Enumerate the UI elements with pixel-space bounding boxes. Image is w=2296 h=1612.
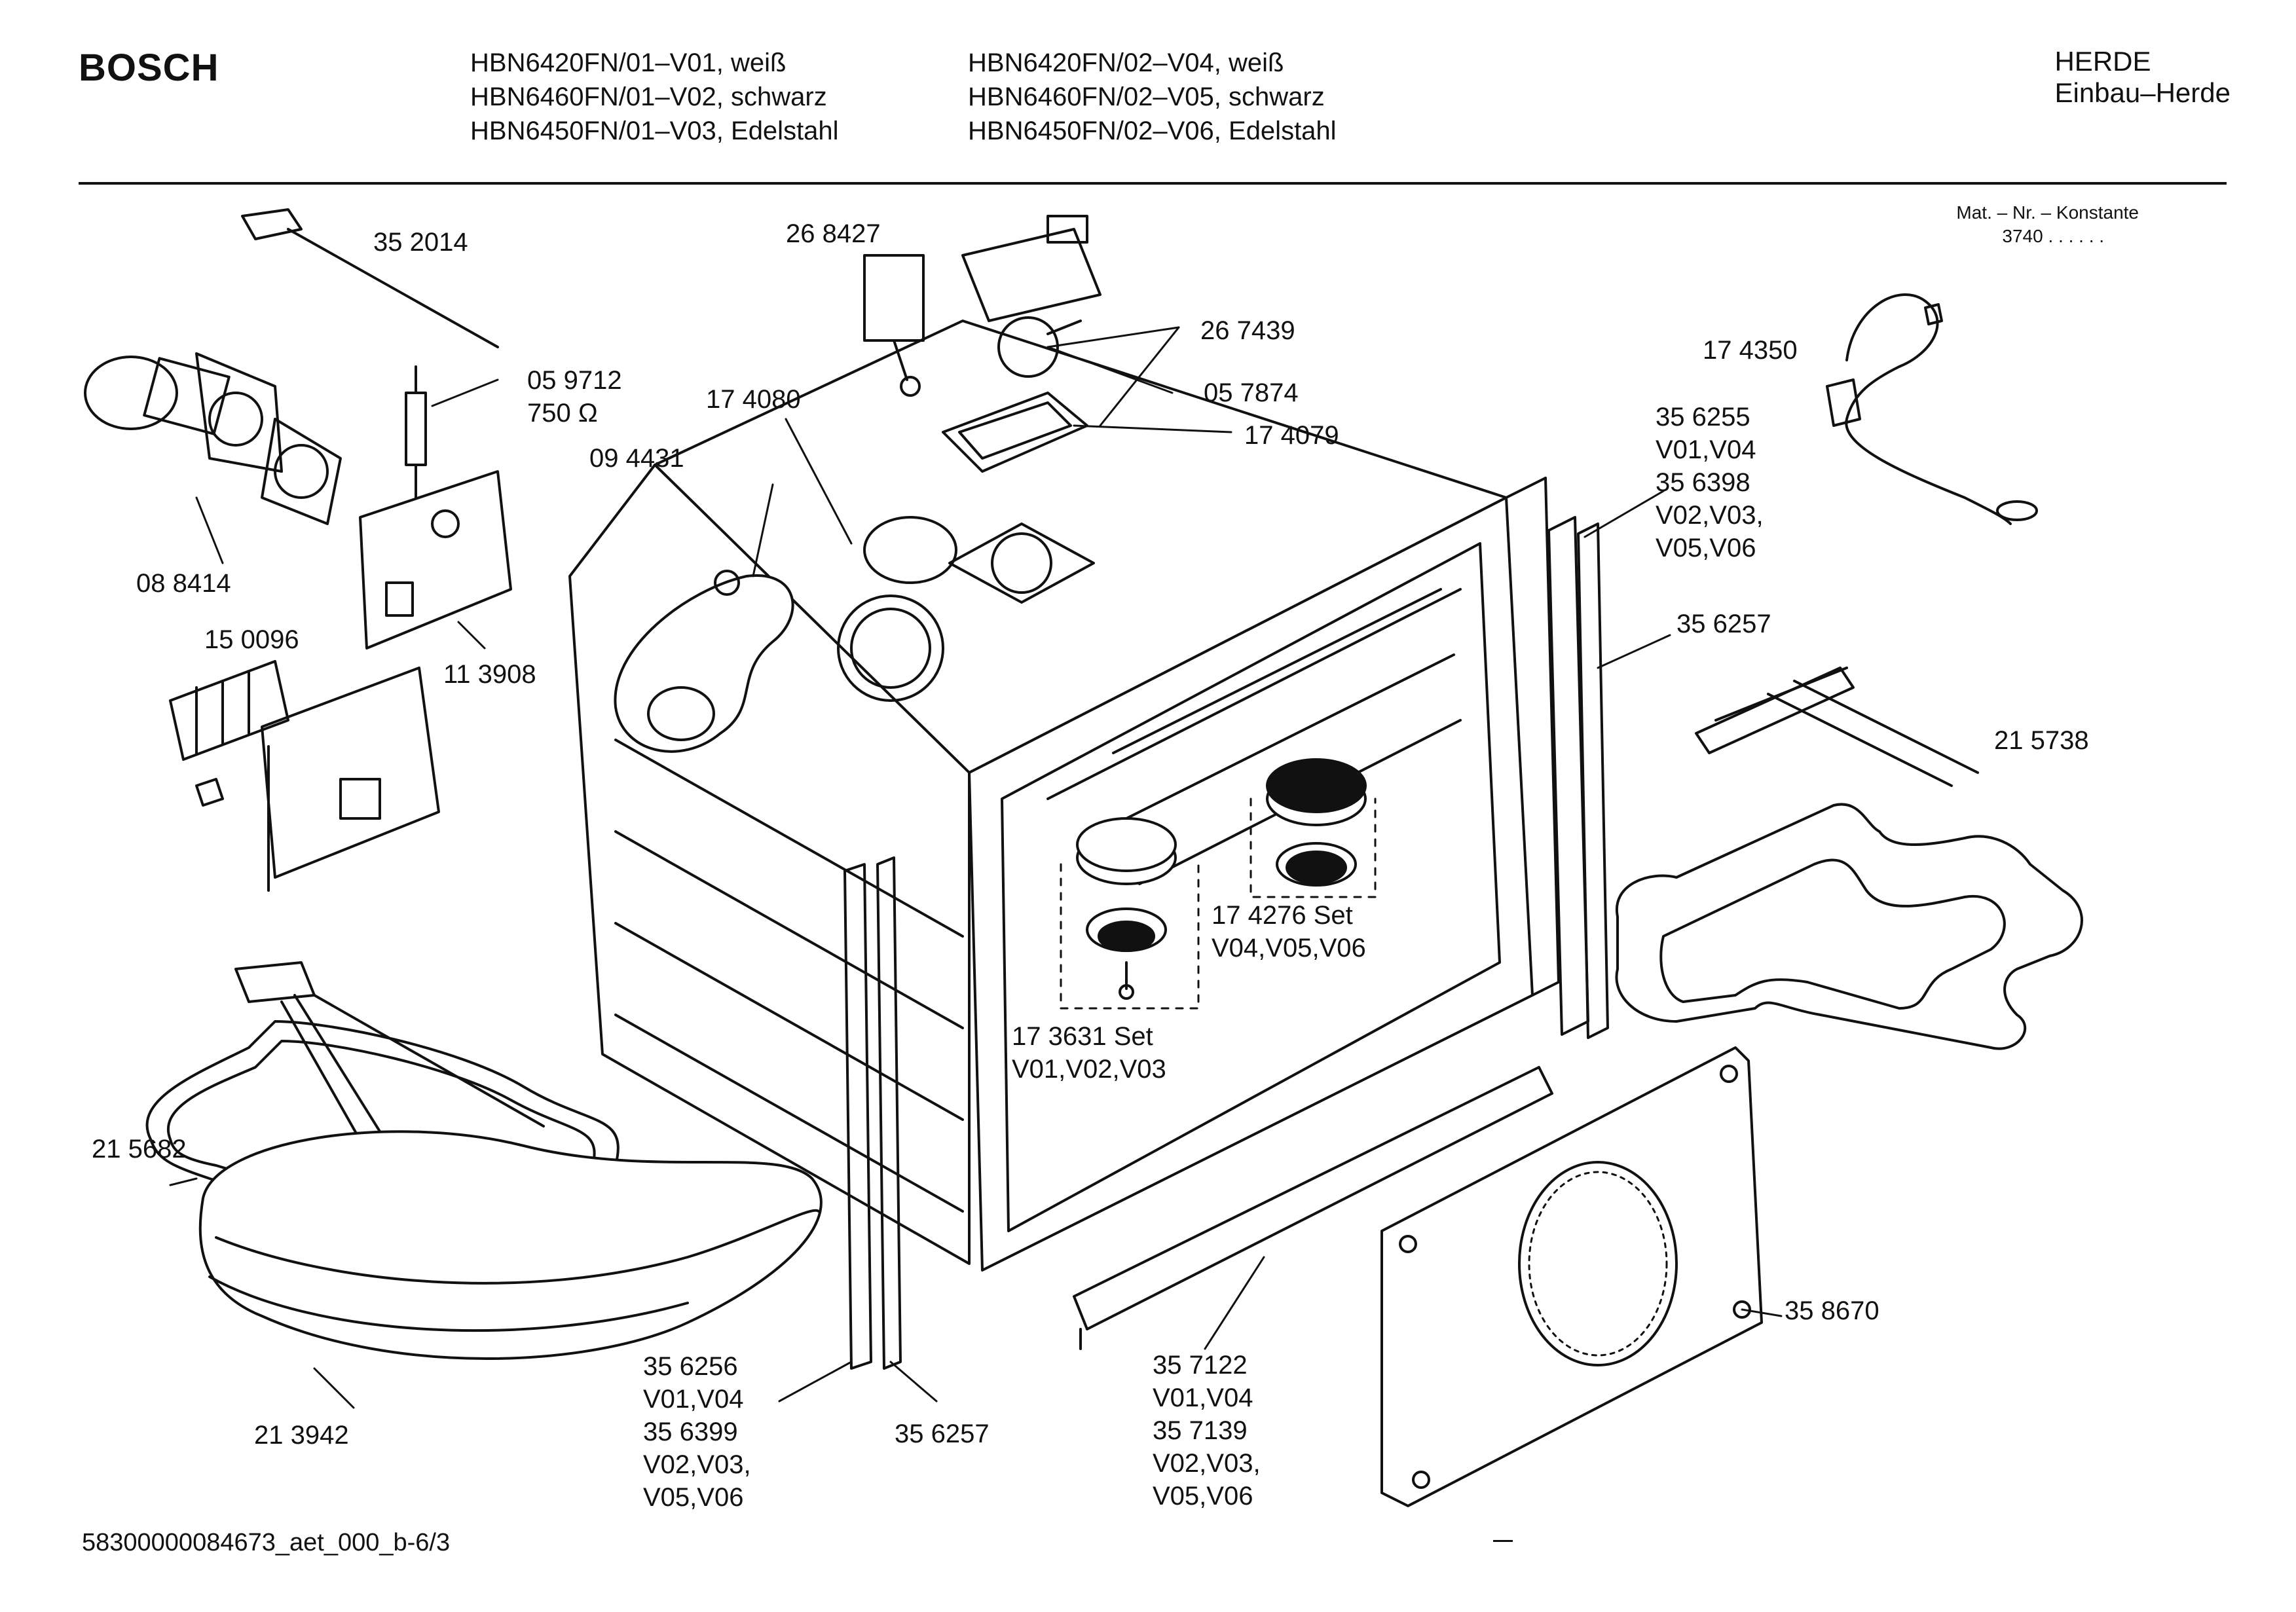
part-number: 35 6255 bbox=[1656, 403, 1750, 431]
model-line: HBN6460FN/02–V05, schwarz bbox=[968, 82, 1325, 111]
category: HERDE Einbau–Herde bbox=[2054, 46, 2231, 109]
fan-motor bbox=[84, 352, 342, 525]
category-line: HERDE bbox=[2054, 46, 2151, 77]
part-label-057874: 05 7874 bbox=[1204, 378, 1299, 407]
variant-list: V02,V03, bbox=[1656, 501, 1764, 530]
document-code: 58300000084673_aet_000_b-6/3 bbox=[82, 1529, 451, 1556]
bottom-front-rail bbox=[1073, 1066, 1553, 1350]
variant-list: V04,V05,V06 bbox=[1212, 934, 1366, 962]
fan-bracket bbox=[359, 470, 512, 650]
part-label-174276-set: 17 4276 Set V04,V05,V06 bbox=[1212, 899, 1366, 964]
part-label-174080: 17 4080 bbox=[706, 385, 801, 414]
part-number: 35 7122 bbox=[1153, 1351, 1248, 1380]
part-label-088414: 08 8414 bbox=[136, 569, 231, 598]
part-label-356255: 35 6255 V01,V04 35 6398 V02,V03, V05,V06 bbox=[1656, 401, 1764, 564]
resistor bbox=[405, 365, 427, 499]
variant-list: V01,V04 bbox=[643, 1385, 744, 1414]
lamp-holder bbox=[863, 254, 925, 397]
part-number: 35 7139 bbox=[1153, 1416, 1248, 1445]
part-number: 05 9712 bbox=[527, 366, 622, 395]
model-line: HBN6450FN/01–V03, Edelstahl bbox=[470, 117, 839, 145]
material-constant: Mat. – Nr. – Konstante 3740 . . . . . . bbox=[1956, 201, 2139, 248]
part-label-174079: 17 4079 bbox=[1244, 421, 1339, 450]
front-side-rails bbox=[843, 856, 902, 1370]
part-label-094431: 09 4431 bbox=[589, 444, 684, 473]
variant-list: V01,V04 bbox=[1153, 1383, 1253, 1412]
part-label-356257-right: 35 6257 bbox=[1676, 610, 1771, 638]
part-label-357122: 35 7122 V01,V04 35 7139 V02,V03, V05,V06 bbox=[1153, 1349, 1261, 1512]
model-list-01: HBN6420FN/01–V01, weiß HBN6460FN/01–V02,… bbox=[470, 46, 839, 148]
model-line: HBN6420FN/01–V01, weiß bbox=[470, 48, 787, 77]
header-divider bbox=[79, 182, 2227, 185]
side-rail-right bbox=[1547, 516, 1609, 1039]
part-number: 35 6256 bbox=[643, 1352, 738, 1381]
model-line: HBN6420FN/02–V04, weiß bbox=[968, 48, 1284, 77]
part-label-150096: 15 0096 bbox=[204, 625, 299, 654]
door-seal bbox=[198, 1130, 823, 1360]
lamp-glass-set-v04-v06 bbox=[1250, 758, 1377, 898]
mat-title: Mat. – Nr. – Konstante bbox=[1956, 202, 2139, 223]
part-label-356257-bottom: 35 6257 bbox=[895, 1420, 990, 1448]
part-label-059712: 05 9712 750 Ω bbox=[527, 364, 622, 430]
part-label-267439: 26 7439 bbox=[1200, 316, 1295, 345]
lamp-glass-set-v01-v03 bbox=[1060, 817, 1200, 1010]
part-number: 17 4276 Set bbox=[1212, 901, 1353, 930]
fan-back-plate bbox=[1380, 1046, 1763, 1507]
terminal-block bbox=[169, 660, 289, 807]
brand-logo: BOSCH bbox=[79, 46, 219, 89]
variant-list: V05,V06 bbox=[1153, 1482, 1253, 1511]
variant-list: V05,V06 bbox=[1656, 534, 1756, 562]
mat-value: 3740 . . . . . . bbox=[2002, 226, 2105, 246]
part-number: 17 3631 Set bbox=[1012, 1022, 1153, 1051]
variant-list: V02,V03, bbox=[1153, 1449, 1261, 1478]
oven-cavity bbox=[568, 320, 1560, 1272]
part-number: 35 6399 bbox=[643, 1418, 738, 1446]
part-label-358670: 35 8670 bbox=[1785, 1296, 1879, 1325]
footer-mark bbox=[1493, 1540, 1513, 1542]
part-label-174350: 17 4350 bbox=[1703, 336, 1798, 365]
part-label-215682: 21 5682 bbox=[92, 1135, 187, 1163]
temperature-probe bbox=[241, 208, 499, 348]
part-number: 35 6398 bbox=[1656, 468, 1750, 497]
grill-heating-element bbox=[1615, 667, 2083, 1050]
model-line: HBN6460FN/01–V02, schwarz bbox=[470, 82, 827, 111]
part-label-268427: 26 8427 bbox=[786, 219, 881, 248]
category-line: Einbau–Herde bbox=[2054, 77, 2231, 108]
variant-list: V01,V02,V03 bbox=[1012, 1055, 1166, 1084]
mounting-plate bbox=[261, 667, 440, 892]
variant-list: V05,V06 bbox=[643, 1483, 744, 1512]
part-value: 750 Ω bbox=[527, 399, 598, 428]
model-list-02: HBN6420FN/02–V04, weiß HBN6460FN/02–V05,… bbox=[968, 46, 1337, 148]
part-label-173631-set: 17 3631 Set V01,V02,V03 bbox=[1012, 1020, 1166, 1086]
part-label-352014: 35 2014 bbox=[373, 228, 468, 257]
model-line: HBN6450FN/02–V06, Edelstahl bbox=[968, 117, 1337, 145]
part-label-356256: 35 6256 V01,V04 35 6399 V02,V03, V05,V06 bbox=[643, 1350, 751, 1514]
part-label-213942: 21 3942 bbox=[254, 1421, 349, 1450]
part-label-113908: 11 3908 bbox=[443, 660, 536, 689]
leader-lines bbox=[169, 326, 1783, 1409]
fan-duct-cover bbox=[614, 570, 794, 753]
variant-list: V02,V03, bbox=[643, 1450, 751, 1479]
part-label-215738: 21 5738 bbox=[1994, 726, 2089, 755]
temperature-sensor bbox=[1826, 293, 2038, 525]
transformer bbox=[961, 215, 1102, 378]
variant-list: V01,V04 bbox=[1656, 435, 1756, 464]
